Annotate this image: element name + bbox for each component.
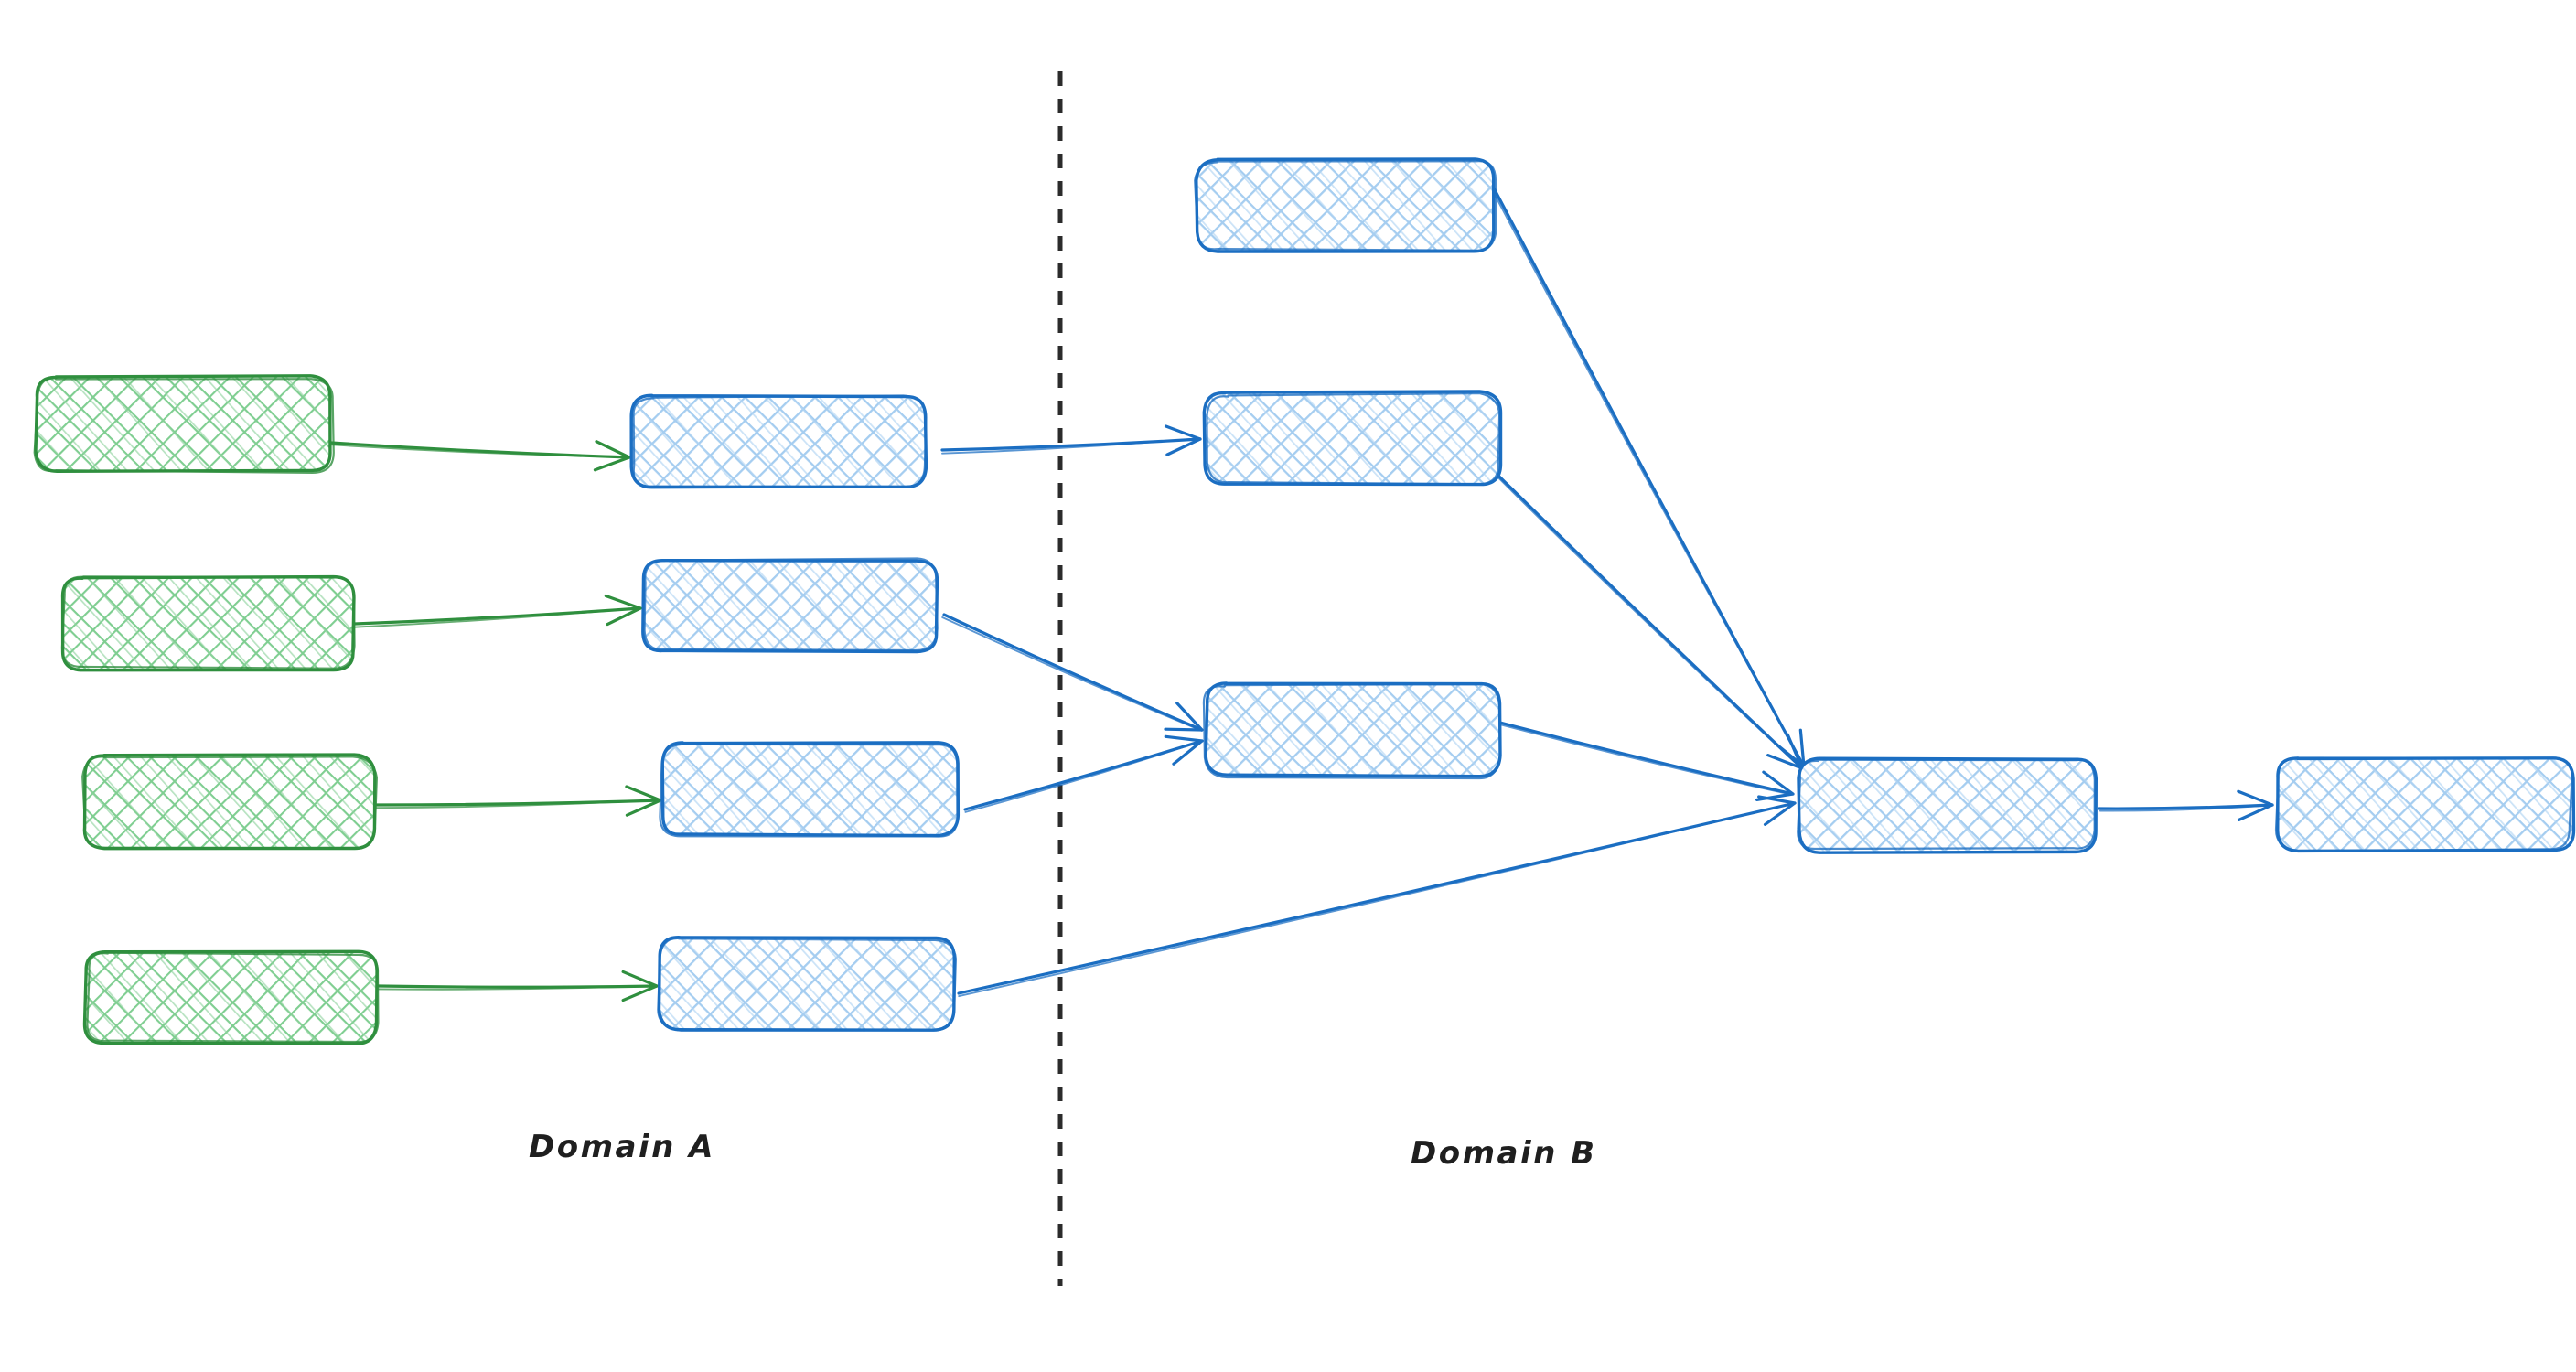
node-a4[interactable] [82,949,380,1045]
edge-m2-to-b3 [941,613,1204,732]
edge-m1-to-b2 [940,424,1202,456]
edge-b4-to-b5 [2098,789,2274,821]
node-m3[interactable] [659,741,961,838]
node-b4[interactable] [1797,756,2098,854]
label-domain-a: Domain A [529,1129,715,1165]
node-b1[interactable] [1194,157,1497,253]
node-b5[interactable] [2274,756,2576,853]
edge-a2-to-m2 [353,594,642,628]
node-a2[interactable] [60,574,356,672]
edge-layer [329,181,2274,1002]
edge-m3-to-b3 [963,734,1204,813]
edge-b3-to-b4 [1498,721,1795,802]
edge-a4-to-m4 [377,970,659,1002]
node-m1[interactable] [629,393,928,489]
node-a3[interactable] [81,753,379,851]
node-a1[interactable] [33,374,335,474]
edge-a1-to-m1 [329,440,631,472]
node-layer [33,157,2576,1045]
label-domain-b: Domain B [1411,1135,1597,1172]
edge-m4-to-b4 [957,795,1797,998]
edge-a3-to-m3 [375,785,662,817]
node-m2[interactable] [641,557,939,654]
node-m4[interactable] [657,936,958,1032]
edge-b2-to-b4 [1496,474,1804,770]
node-b2[interactable] [1202,390,1503,487]
node-b3[interactable] [1202,681,1502,780]
edge-b1-to-b4 [1488,181,1806,768]
label-layer: Domain A Domain B [529,1129,1597,1172]
